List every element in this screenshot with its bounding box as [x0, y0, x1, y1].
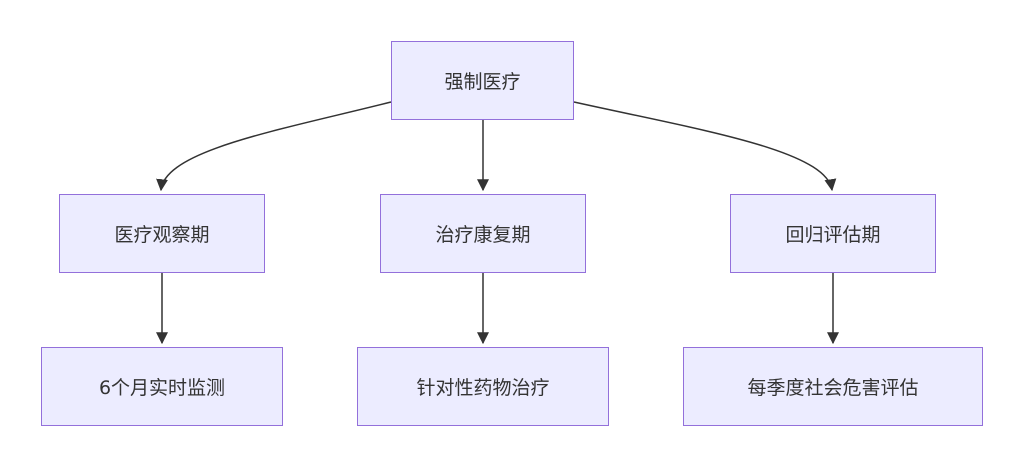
- node-targeted-medication: 针对性药物治疗: [357, 347, 609, 426]
- node-label: 每季度社会危害评估: [747, 377, 919, 399]
- node-risk-assessment: 每季度社会危害评估: [683, 347, 983, 426]
- node-observation-period: 医疗观察期: [59, 194, 265, 273]
- node-label: 强制医疗: [444, 71, 521, 93]
- edge-root-to-evaluation: [573, 101, 837, 192]
- node-label: 治疗康复期: [435, 224, 531, 246]
- node-treatment-period: 治疗康复期: [380, 194, 586, 273]
- node-realtime-monitoring: 6个月实时监测: [41, 347, 283, 426]
- edge-root-to-observation: [156, 101, 392, 192]
- node-label: 回归评估期: [785, 224, 881, 246]
- node-evaluation-period: 回归评估期: [730, 194, 936, 273]
- node-label: 针对性药物治疗: [416, 377, 550, 399]
- node-compulsory-treatment: 强制医疗: [391, 41, 574, 120]
- node-label: 6个月实时监测: [98, 377, 226, 399]
- node-label: 医疗观察期: [114, 224, 210, 246]
